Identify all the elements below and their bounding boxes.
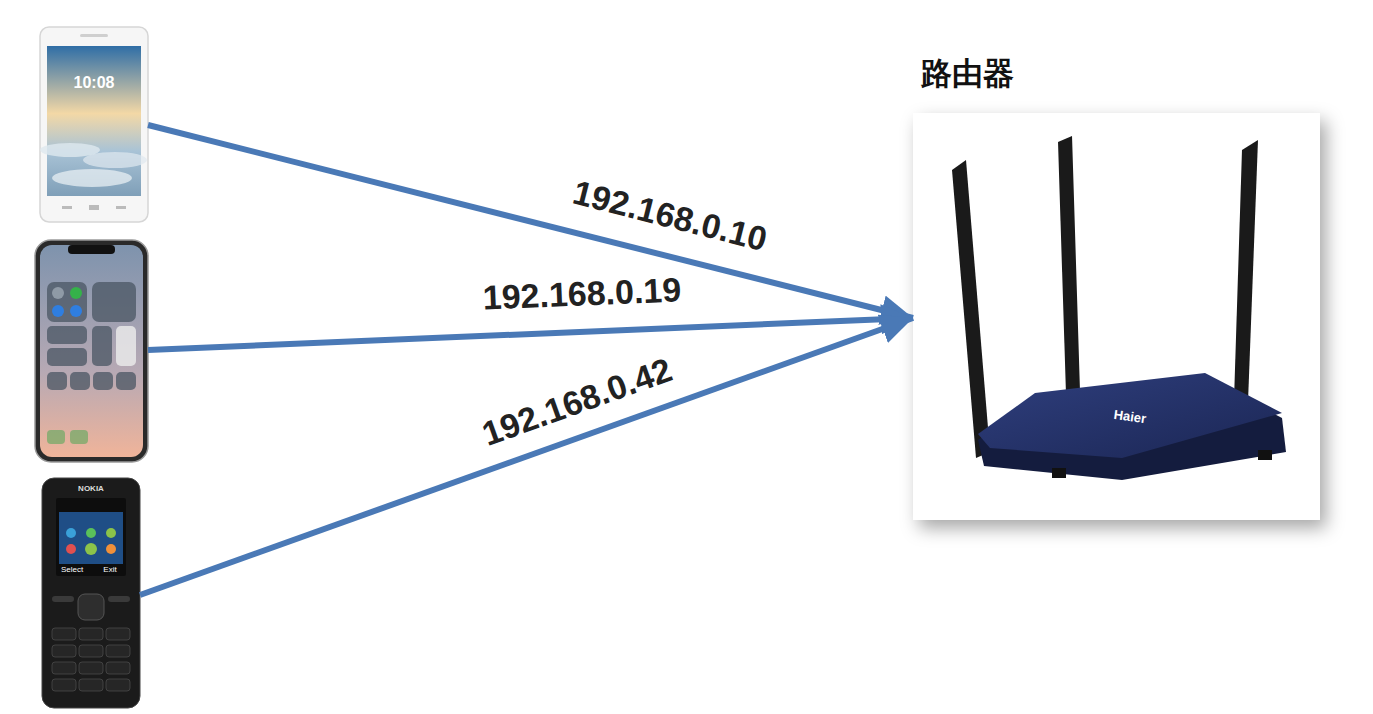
screen-text: NOKIA — [78, 485, 104, 493]
ip-address-label: 192.168.0.10 — [565, 171, 775, 259]
router-node: 路由器 Haier — [913, 58, 1320, 520]
screen-text: Haier — [1113, 408, 1147, 425]
router-illustration — [913, 113, 1320, 520]
phone-illustration — [35, 240, 148, 462]
phone-illustration — [40, 27, 148, 222]
connector-arrow — [148, 125, 913, 318]
connector-arrow — [148, 318, 913, 350]
screen-text: Exit — [103, 566, 116, 574]
screen-text: 10:08 — [74, 75, 115, 91]
node-heading: 路由器 — [921, 58, 1014, 89]
phone-node — [35, 240, 148, 462]
ip-address-label: 192.168.0.19 — [478, 270, 686, 318]
phone-node: 10:08 — [40, 27, 148, 222]
phone-node: NOKIA Select Exit — [42, 478, 140, 708]
screen-text: Select — [61, 566, 83, 574]
connector-arrow — [140, 318, 913, 595]
ip-address-label: 192.168.0.42 — [473, 349, 681, 455]
phone-illustration — [42, 478, 140, 708]
